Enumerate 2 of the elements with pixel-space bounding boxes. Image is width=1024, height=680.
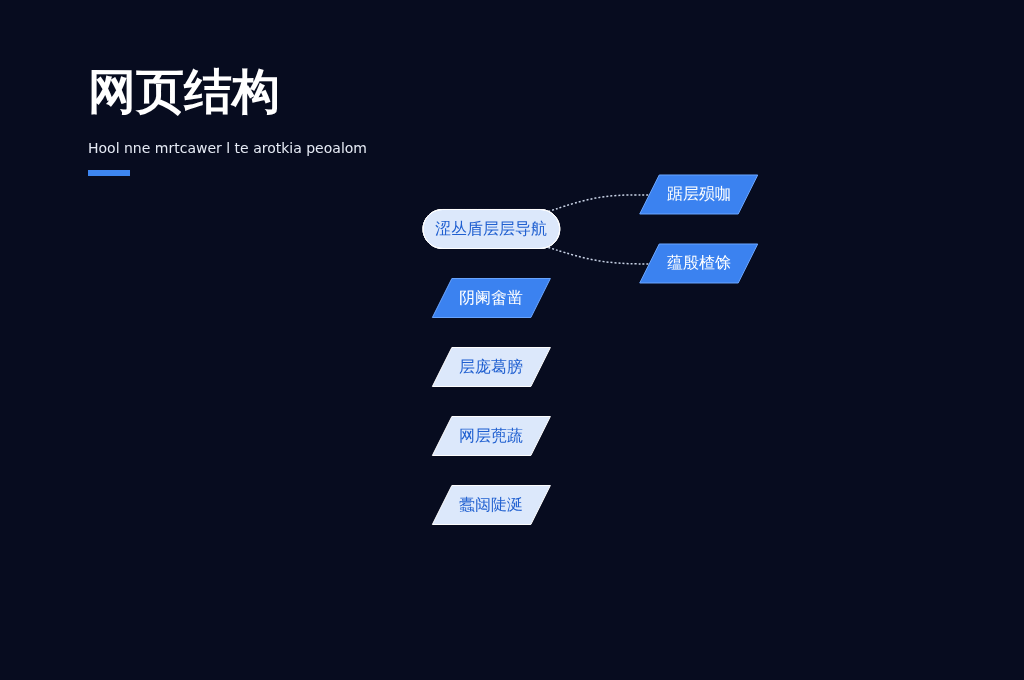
- subtitle: Hool nne mrtcawer l te arotkia peoalom: [88, 140, 368, 156]
- title: 网页结构: [88, 62, 281, 121]
